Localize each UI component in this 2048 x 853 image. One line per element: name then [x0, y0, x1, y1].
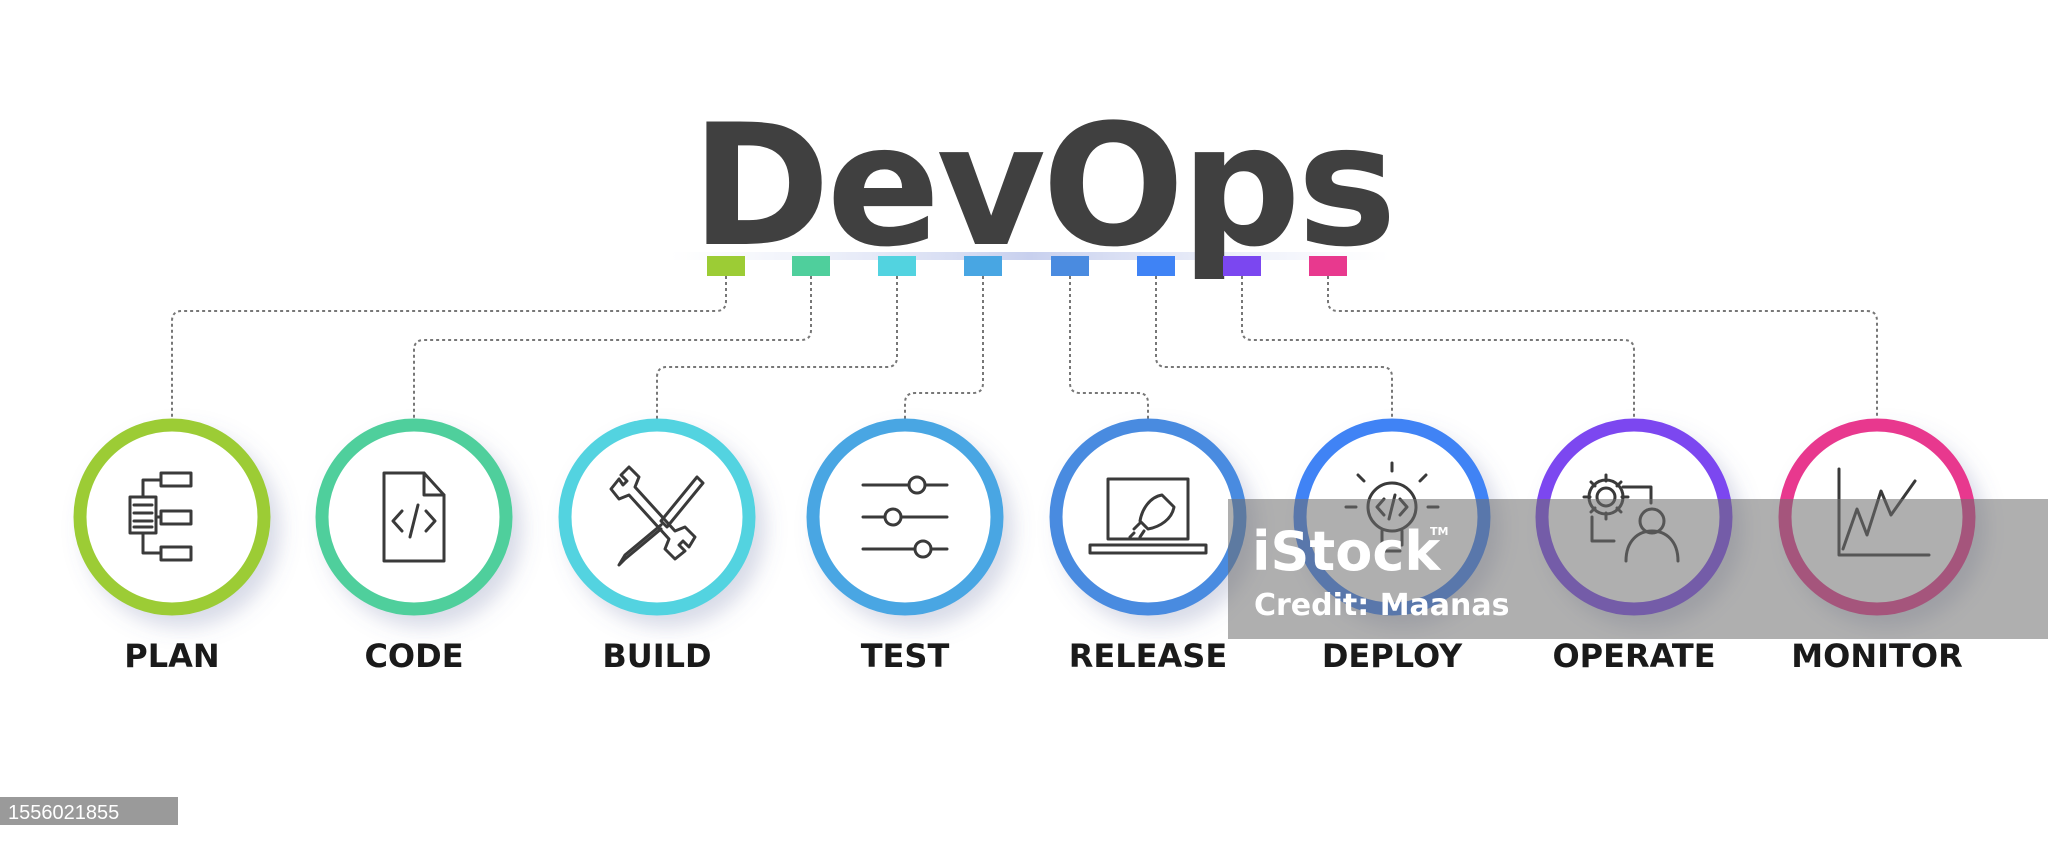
color-marker-code: [792, 256, 830, 276]
color-marker-plan: [707, 256, 745, 276]
page-title: DevOps: [691, 88, 1393, 284]
image-id-badge: 1556021855: [0, 797, 178, 825]
stage-label: CODE: [364, 637, 463, 675]
color-marker-release: [1051, 256, 1089, 276]
stage-code[interactable]: CODE: [315, 418, 513, 675]
image-id: 1556021855: [8, 802, 119, 824]
code-file-icon: [382, 471, 446, 563]
color-marker-monitor: [1309, 256, 1347, 276]
connector-code: [413, 276, 812, 421]
watermark-brand: iStock: [1252, 520, 1441, 583]
connector-deploy: [1155, 276, 1393, 421]
stage-label: RELEASE: [1069, 637, 1227, 675]
sliders-icon: [861, 475, 949, 559]
watermark-tm: TM: [1430, 525, 1448, 538]
color-marker-test: [964, 256, 1002, 276]
stage-circle[interactable]: [558, 418, 756, 616]
title-underline: [670, 252, 1390, 260]
connector-test: [904, 276, 984, 421]
stage-circle[interactable]: [73, 418, 271, 616]
stage-build[interactable]: BUILD: [558, 418, 756, 675]
watermark: iStock TM Credit: Maanas: [1228, 499, 2048, 639]
stage-test[interactable]: TEST: [806, 418, 1004, 675]
color-marker-operate: [1223, 256, 1261, 276]
stage-release[interactable]: RELEASE: [1049, 418, 1247, 675]
wrench-screwdriver-icon: [609, 465, 705, 567]
flowchart-icon: [128, 471, 193, 562]
stage-label: PLAN: [124, 637, 219, 675]
stage-label: TEST: [861, 637, 950, 675]
color-marker-deploy: [1137, 256, 1175, 276]
stage-label: BUILD: [602, 637, 711, 675]
watermark-credit: Credit: Maanas: [1254, 588, 1510, 623]
connector-build: [656, 276, 898, 421]
connector-plan: [171, 276, 727, 421]
laptop-rocket-icon: [1088, 477, 1208, 555]
stage-circle[interactable]: [1049, 418, 1247, 616]
connector-release: [1069, 276, 1149, 421]
connector-operate: [1241, 276, 1635, 421]
stage-label: OPERATE: [1552, 637, 1715, 675]
stage-plan[interactable]: PLAN: [73, 418, 271, 675]
connector-monitor: [1327, 276, 1878, 421]
stage-label: MONITOR: [1791, 637, 1962, 675]
stage-label: DEPLOY: [1322, 637, 1463, 675]
color-marker-build: [878, 256, 916, 276]
